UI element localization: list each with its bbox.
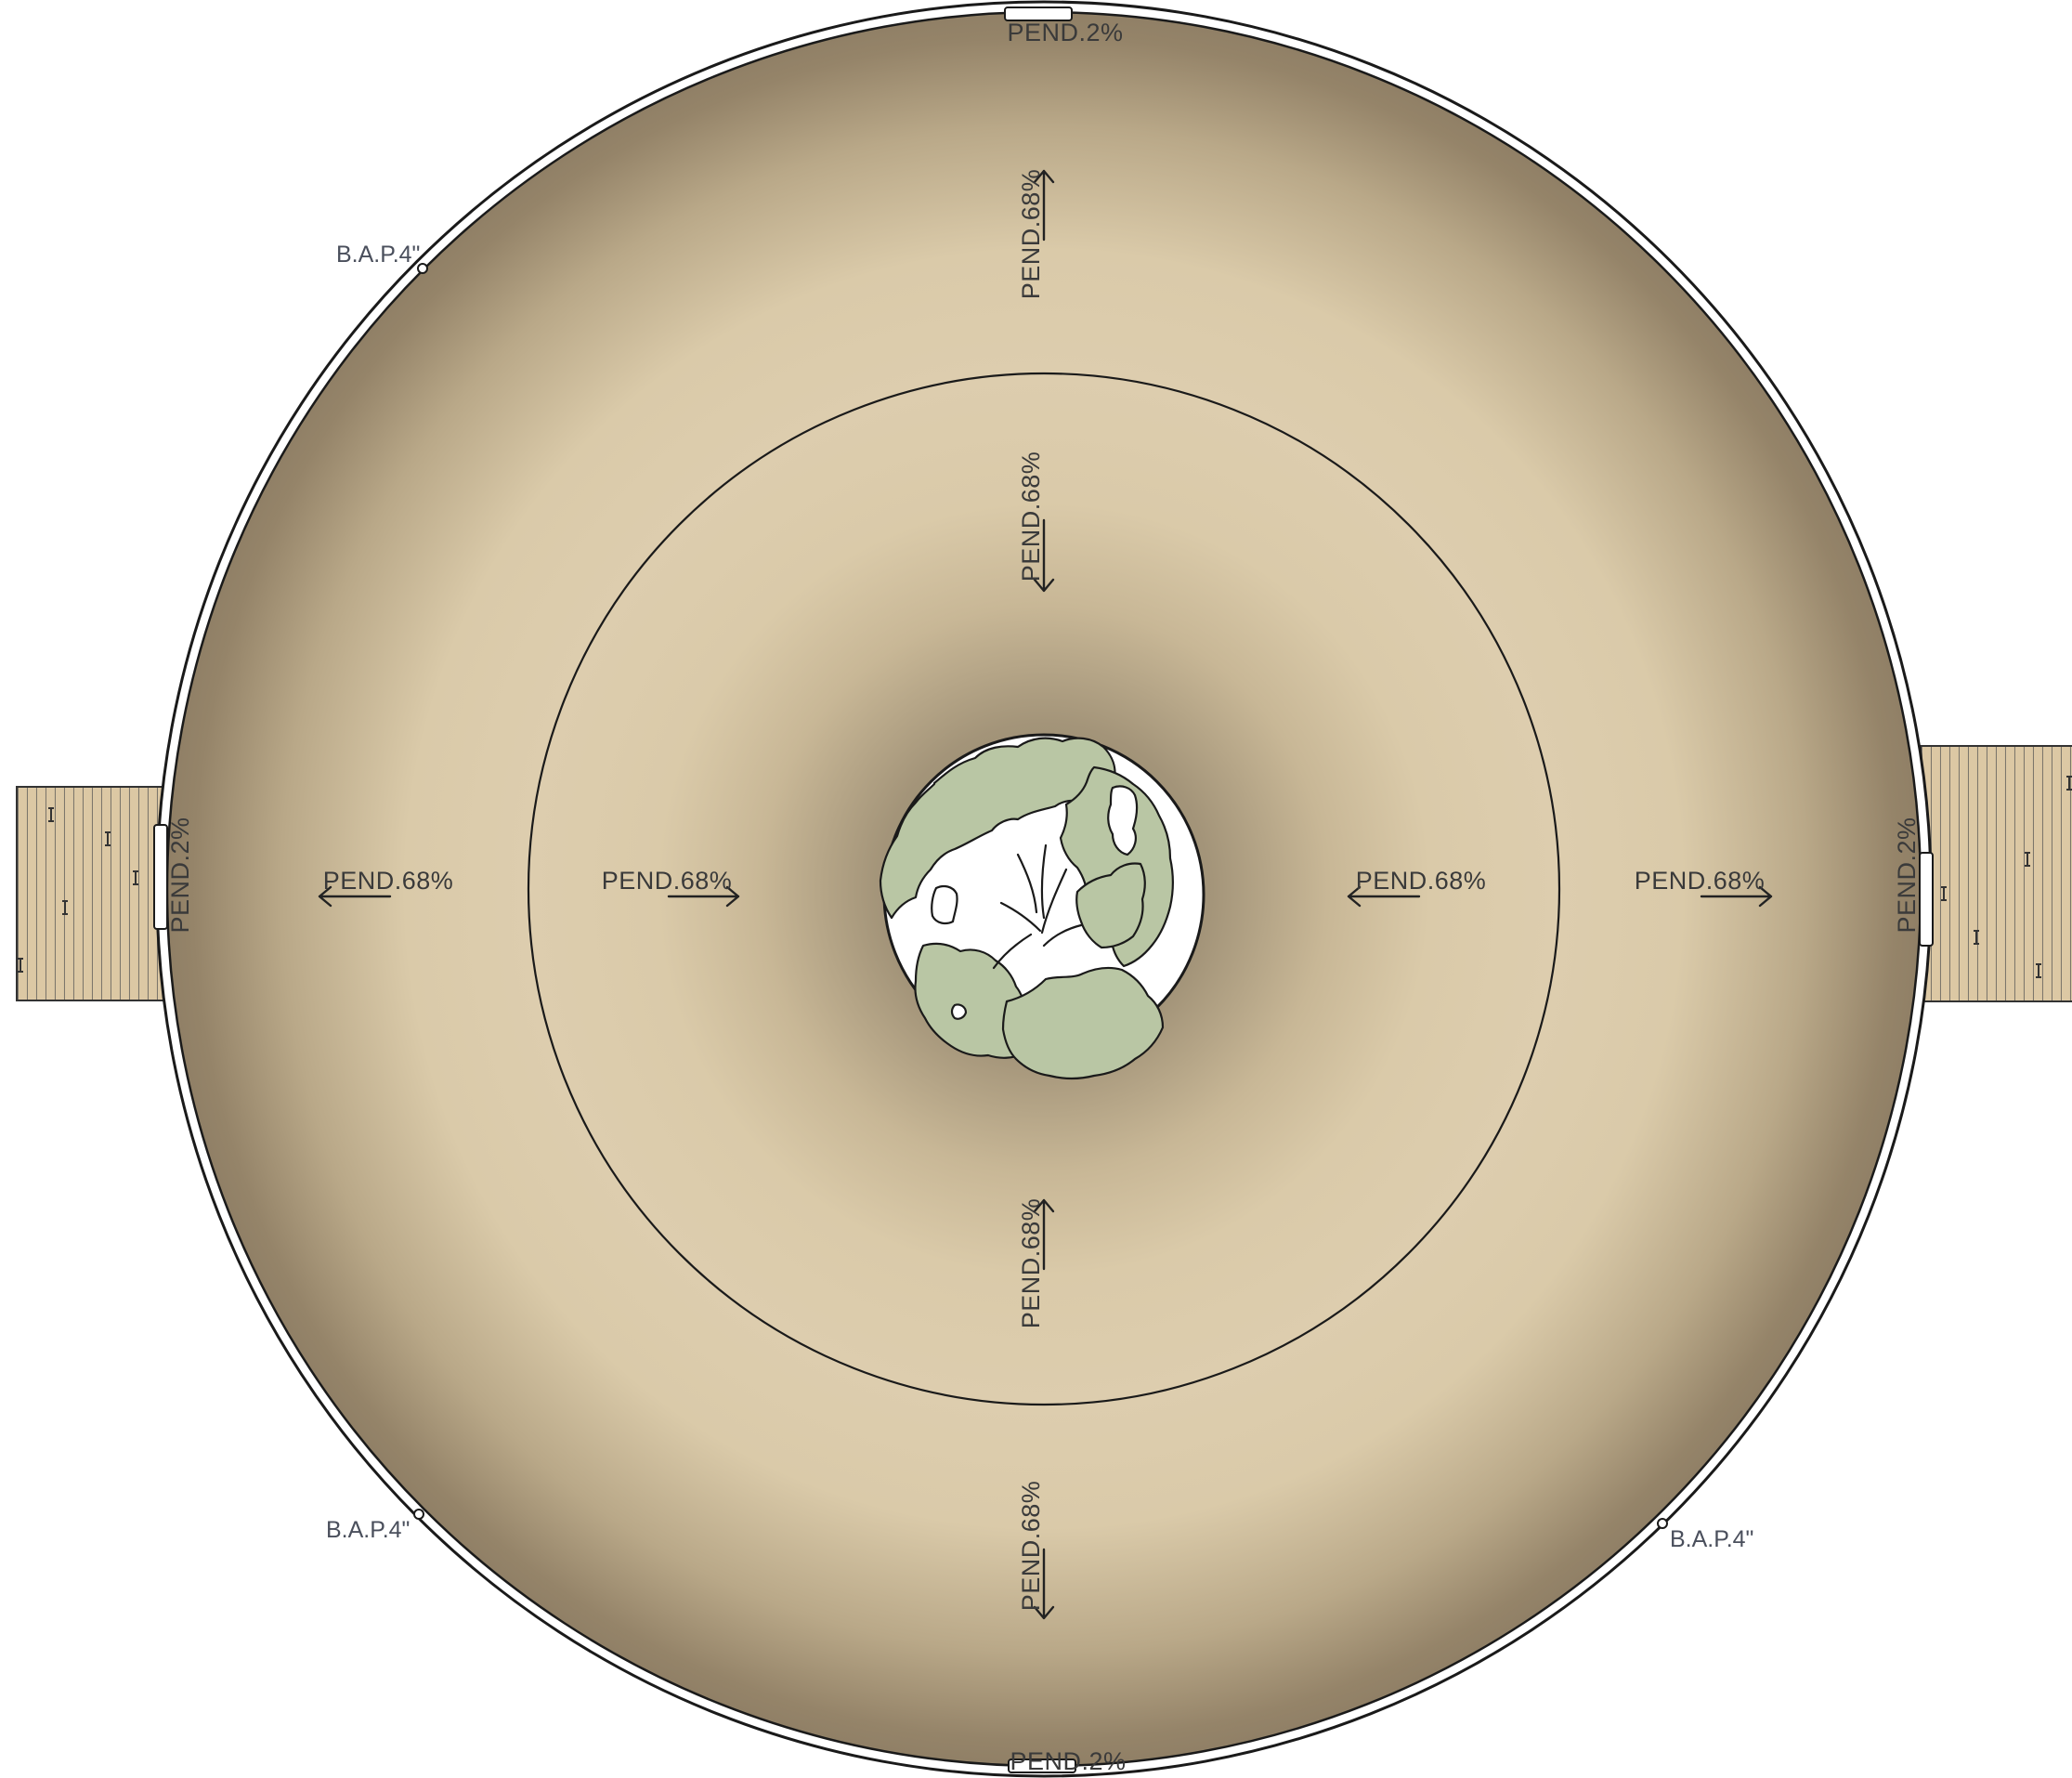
left-deck xyxy=(16,786,166,1001)
tree-planter-icon xyxy=(879,733,1205,1080)
outer-top-slope-label: PEND.68% xyxy=(1017,169,1045,300)
top-edge-slot xyxy=(1004,7,1073,21)
inner-left-slope-label: PEND.68% xyxy=(602,867,733,895)
right-deck-boards xyxy=(1920,745,2072,1002)
arrow-icon xyxy=(1033,1548,1055,1620)
outer-right-slope-label: PEND.68% xyxy=(1635,867,1766,895)
left-deck-boards xyxy=(16,786,166,1001)
arrow-icon xyxy=(667,885,740,908)
drain-label-upper-left: B.A.P.4" xyxy=(336,242,420,268)
drain-labels: B.A.P.4" B.A.P.4" B.A.P.4" xyxy=(326,242,1753,1552)
right-edge-slope-label: PEND.2% xyxy=(1893,817,1921,933)
drain-points xyxy=(413,263,1668,1529)
arrow-icon xyxy=(318,885,392,908)
arrow-icon xyxy=(1700,885,1773,908)
arrow-icon xyxy=(1033,1198,1055,1271)
drain-icon xyxy=(413,1509,424,1520)
inner-right-slope-label: PEND.68% xyxy=(1356,867,1487,895)
top-edge-slope-label: PEND.2% xyxy=(1007,19,1123,46)
right-deck xyxy=(1920,745,2072,1002)
arrow-icon xyxy=(1033,169,1055,242)
right-deck-fasteners xyxy=(1941,776,2072,978)
inner-top-slope-label: PEND.68% xyxy=(1017,451,1045,582)
drain-icon xyxy=(417,263,428,274)
slope-labels: PEND.2% PEND.2% PEND.2% PEND.2% PEND.68%… xyxy=(166,19,1921,1775)
edge-drain-slots xyxy=(153,7,1934,1773)
right-edge-slot xyxy=(1919,852,1934,947)
bottom-edge-slope-label: PEND.2% xyxy=(1010,1747,1126,1775)
outer-left-slope-label: PEND.68% xyxy=(323,867,454,895)
bottom-edge-slot xyxy=(1008,1758,1076,1773)
drain-icon xyxy=(1657,1518,1668,1529)
drain-label-lower-left: B.A.P.4" xyxy=(326,1517,410,1543)
left-edge-slot xyxy=(153,824,168,930)
inner-bottom-slope-label: PEND.68% xyxy=(1017,1198,1045,1329)
arrow-icon xyxy=(1347,885,1421,908)
outer-bottom-slope-label: PEND.68% xyxy=(1017,1481,1045,1612)
left-edge-slope-label: PEND.2% xyxy=(166,817,194,933)
left-deck-fasteners xyxy=(18,807,138,973)
arrow-icon xyxy=(1033,518,1055,593)
slope-arrows xyxy=(318,169,1773,1620)
drain-label-lower-right: B.A.P.4" xyxy=(1670,1526,1753,1552)
